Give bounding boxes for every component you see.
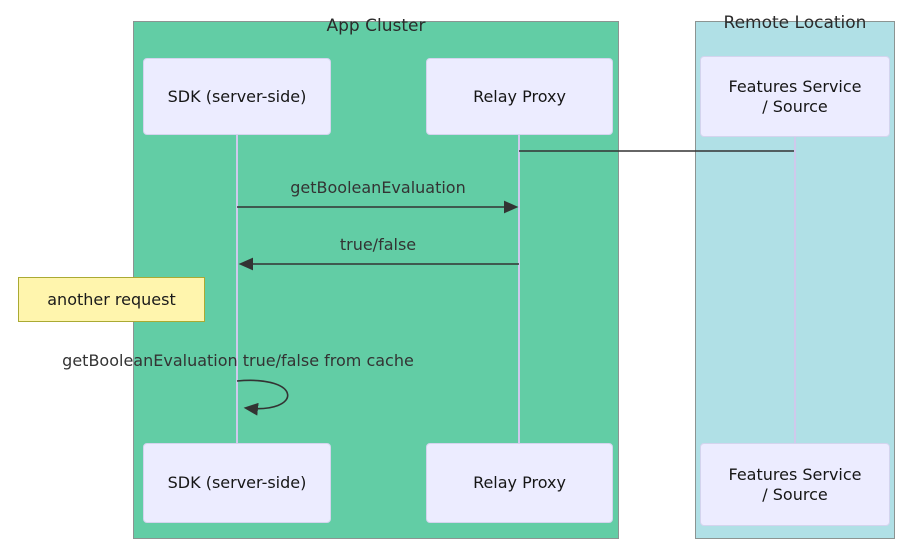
actor-features-service-bottom: Features Service / Source xyxy=(700,443,890,526)
actor-features-service-top-line1: Features Service xyxy=(728,76,862,96)
actor-sdk-top-label: SDK (server-side) xyxy=(167,86,307,106)
actor-sdk-bottom: SDK (server-side) xyxy=(143,443,331,523)
message-label-cache-self-call: getBooleanEvaluation true/false from cac… xyxy=(62,351,414,370)
group-title-remote-location: Remote Location xyxy=(723,13,867,33)
group-title-app-cluster: App Cluster xyxy=(326,16,426,36)
actor-sdk-bottom-label: SDK (server-side) xyxy=(167,473,307,492)
actor-features-service-bottom-line2: / Source xyxy=(762,484,828,504)
actor-features-service-bottom-line1: Features Service xyxy=(728,464,862,484)
actor-relay-proxy-top: Relay Proxy xyxy=(426,58,613,135)
lifeline-relay-proxy xyxy=(518,134,520,443)
note-another-request-text: another request xyxy=(47,290,176,309)
lifeline-features-service xyxy=(794,137,796,443)
note-another-request: another request xyxy=(18,277,205,322)
actor-relay-proxy-bottom: Relay Proxy xyxy=(426,443,613,523)
message-label-get-boolean-evaluation: getBooleanEvaluation xyxy=(290,178,466,197)
actor-sdk-top: SDK (server-side) xyxy=(143,58,331,135)
lifeline-sdk xyxy=(236,134,238,443)
actor-features-service-top: Features Service / Source xyxy=(700,56,890,137)
actor-relay-proxy-bottom-label: Relay Proxy xyxy=(473,473,566,492)
actor-features-service-top-line2: / Source xyxy=(762,96,828,116)
message-label-true-false: true/false xyxy=(339,235,417,254)
actor-relay-proxy-top-label: Relay Proxy xyxy=(473,86,566,106)
